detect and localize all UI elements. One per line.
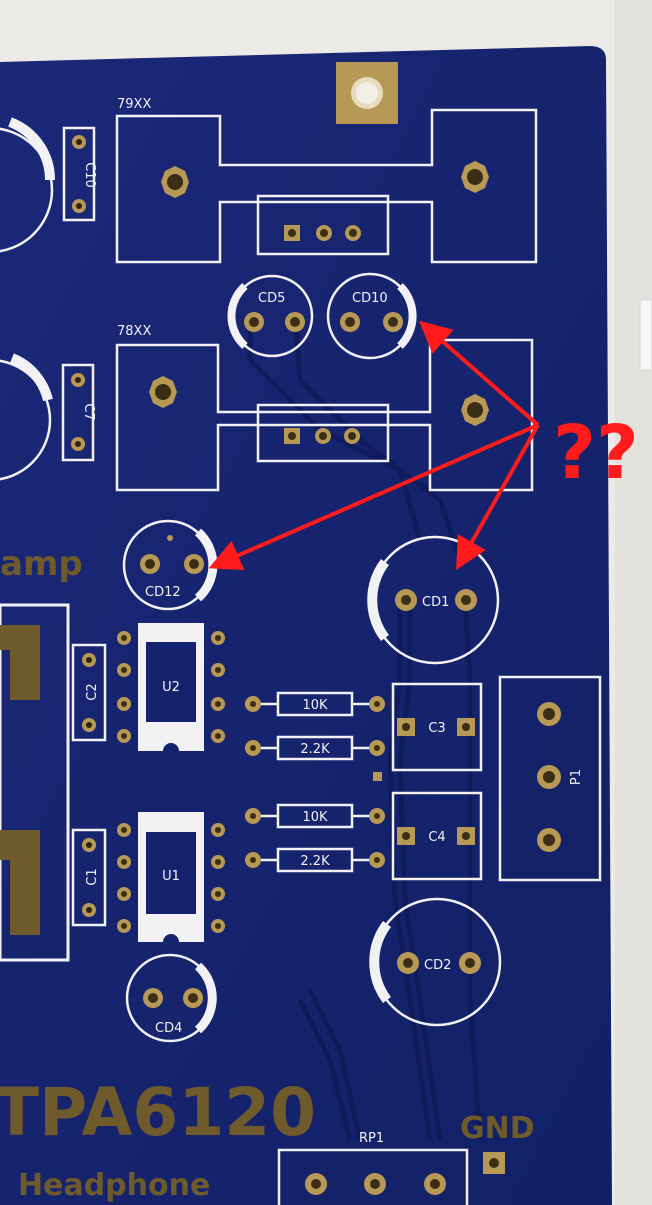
c3-outline [391, 682, 483, 772]
p1-outline [498, 675, 602, 882]
c2-outline [71, 643, 107, 742]
cd2-label: CD2 [424, 958, 451, 973]
annotation-arrows [208, 320, 540, 571]
svg-text:2.2K: 2.2K [300, 742, 330, 757]
annotation-question-marks: ?? [553, 410, 639, 496]
left-cap-top [0, 127, 54, 253]
copper-chip-text: TPA6120 [0, 1074, 316, 1151]
gnd-label: GND [460, 1111, 535, 1146]
left-cap-bottom [0, 359, 52, 481]
rp1-outline [277, 1148, 469, 1205]
regulator-78xx-body [256, 403, 390, 463]
cd4-label: CD4 [155, 1021, 182, 1036]
svg-text:10K: 10K [302, 810, 328, 825]
u1-label: U1 [162, 869, 180, 884]
regulator-78xx-label: 78XX [117, 324, 151, 339]
resistor-2-2k-bottom: 2.2K [245, 847, 385, 873]
c7-outline [61, 363, 95, 462]
regulator-79xx-body [256, 194, 390, 256]
resistor-10k-top: 10K [245, 691, 385, 717]
resistor-2-2k-top: 2.2K [245, 735, 385, 761]
cd5-label: CD5 [258, 291, 285, 306]
u2-label: U2 [162, 680, 180, 695]
c10-outline [62, 126, 96, 222]
svg-text:2.2K: 2.2K [300, 854, 330, 869]
p1-label: P1 [569, 769, 584, 785]
c3-label: C3 [428, 721, 445, 736]
c4-label: C4 [428, 830, 445, 845]
pad-area-outline [0, 603, 70, 962]
copper-subtitle-text: Headphone [18, 1168, 210, 1203]
regulator-79xx-outline [115, 108, 538, 264]
c1-label: C1 [85, 868, 100, 885]
copper-amp-text: amp [0, 544, 83, 584]
regulator-79xx-label: 79XX [117, 97, 151, 112]
c1-outline [71, 828, 107, 927]
cd12-label: CD12 [145, 585, 181, 600]
c4-outline [391, 791, 483, 881]
resistor-10k-bottom: 10K [245, 803, 385, 829]
cd1-label: CD1 [422, 595, 449, 610]
c2-label: C2 [85, 683, 100, 700]
regulator-78xx-outline [115, 338, 534, 492]
cd10-label: CD10 [352, 291, 388, 306]
c7-label: C7 [81, 403, 96, 420]
c10-label: C10 [82, 162, 97, 188]
rp1-label: RP1 [359, 1131, 384, 1146]
svg-text:10K: 10K [302, 698, 328, 713]
